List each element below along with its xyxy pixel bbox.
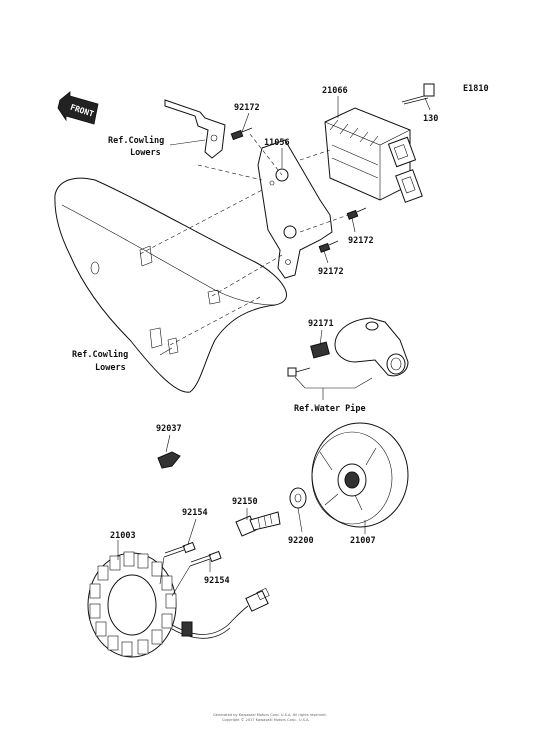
rotor-21007: [311, 422, 409, 528]
label-21066: 21066: [322, 86, 348, 96]
cowling-bracket: [164, 99, 226, 159]
front-arrow-icon: FRONT: [57, 91, 99, 125]
label-92150: 92150: [232, 497, 258, 507]
bolt-130: [401, 83, 435, 105]
water-pipe-assembly: [287, 317, 409, 377]
label-21007: 21007: [350, 536, 376, 546]
label-92172-mid: 92172: [348, 236, 374, 246]
label-92172-low: 92172: [318, 267, 344, 277]
label-92154-a: 92154: [182, 508, 208, 518]
plate-11056: [257, 139, 333, 279]
bolt-92150: [235, 511, 281, 537]
bolt-92172-low: [318, 240, 339, 253]
stator-21003: [87, 551, 177, 658]
label-92154-b: 92154: [204, 576, 230, 586]
stator-harness: [171, 587, 270, 639]
leader-lines: [117, 96, 431, 597]
ref-cowling-top-line1: Ref.Cowling: [108, 135, 164, 146]
label-92037: 92037: [156, 424, 182, 434]
ref-cowling-top-line2: Lowers: [130, 148, 161, 158]
regulator-21066: [324, 107, 423, 203]
label-11056: 11056: [264, 138, 290, 148]
diagram-code: E1810: [463, 84, 489, 94]
ref-water-pipe: Ref.Water Pipe: [294, 403, 366, 414]
assembly-guide-lines: [139, 133, 349, 346]
label-92200: 92200: [288, 536, 314, 546]
bolt-92172-top: [230, 127, 253, 141]
label-21003: 21003: [110, 531, 136, 541]
label-92171: 92171: [308, 319, 334, 329]
ref-cowling-low-line1: Ref.Cowling: [72, 349, 128, 360]
clamp-92037: [157, 451, 181, 469]
bolt-92154-b: [189, 550, 222, 567]
bolt-92154-a: [163, 541, 196, 558]
washer-92200: [289, 487, 307, 509]
footer-line2: Copyright © 2017 Kawasaki Motors Corp., …: [222, 718, 310, 722]
cowling-lower-panel: [54, 177, 287, 393]
ref-cowling-low-line2: Lowers: [95, 363, 126, 373]
label-130: 130: [423, 114, 438, 124]
bolt-92172-mid: [346, 207, 367, 220]
label-92172-top: 92172: [234, 103, 260, 113]
footer-line1: Generated by Kawasaki Motors Corp. U.S.A…: [213, 713, 327, 717]
